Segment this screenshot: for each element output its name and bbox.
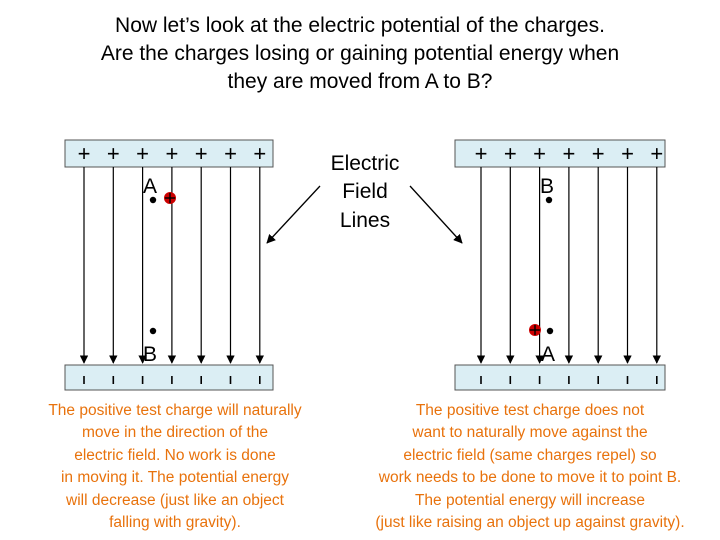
right-plate-plus-sign-2: + — [504, 141, 517, 166]
left-point-a-dot — [149, 196, 157, 204]
left-plate-plus-sign-5: + — [195, 141, 208, 166]
right-test-charge — [529, 324, 541, 336]
right-plate-plus-sign-7: + — [650, 141, 663, 166]
right-plate-plus-sign-6: + — [621, 141, 634, 166]
pointer-arrow-left — [266, 185, 321, 244]
right-caption-line-5: The potential energy will increase — [414, 491, 646, 509]
pointer-arrow-right — [409, 185, 463, 244]
field-label-line-3: Lines — [340, 209, 390, 232]
left-plate-plus-sign-1: + — [78, 141, 91, 166]
left-plate-plus-sign-7: + — [253, 141, 266, 166]
title-line-1: Now let’s look at the electric potential… — [115, 14, 605, 37]
left-caption-line-6: falling with gravity). — [109, 514, 241, 532]
left-negative-plate — [64, 364, 274, 391]
left-plate-plus-sign-3: + — [136, 141, 149, 166]
slide-title: Now let’s look at the electric potential… — [0, 12, 720, 96]
left-field-panel: + + + + + + + A B — [64, 139, 274, 391]
right-point-a-label: A — [541, 343, 555, 366]
right-positive-plate — [454, 139, 666, 168]
right-caption-line-4: work needs to be done to move it to poin… — [378, 469, 682, 487]
left-caption-line-3: electric field. No work is done — [74, 446, 276, 464]
right-field-panel: + + + + + + + B A — [454, 139, 666, 391]
left-positive-plate — [64, 139, 274, 168]
left-plate-plus-sign-2: + — [107, 141, 120, 166]
right-caption-line-6: (just like raising an object up against … — [375, 514, 685, 532]
right-plate-plus-sign-4: + — [562, 141, 575, 166]
right-caption-line-3: electric field (same charges repel) so — [403, 446, 657, 464]
right-caption: The positive test charge does not want t… — [345, 400, 715, 534]
field-lines-label: Electric Field Lines — [331, 152, 400, 232]
right-negative-plate — [454, 364, 666, 391]
left-point-b-label: B — [143, 343, 157, 366]
left-plate-plus-sign-6: + — [224, 141, 237, 166]
title-line-3: they are moved from A to B? — [227, 70, 493, 93]
right-point-b-label: B — [540, 175, 554, 198]
left-caption-line-2: move in the direction of the — [81, 424, 269, 442]
field-label-line-1: Electric — [331, 152, 400, 175]
left-caption-line-4: in moving it. The potential energy — [60, 469, 290, 487]
left-test-charge — [164, 192, 176, 204]
right-plate-plus-sign-3: + — [533, 141, 546, 166]
field-label-line-2: Field — [342, 180, 388, 203]
right-point-a-dot — [546, 327, 554, 335]
right-plate-plus-sign-5: + — [592, 141, 605, 166]
right-point-b-dot — [545, 196, 553, 204]
right-caption-line-1: The positive test charge does not — [415, 402, 645, 419]
left-caption: The positive test charge will naturally … — [20, 400, 330, 534]
left-plate-plus-sign-4: + — [165, 141, 178, 166]
left-caption-line-1: The positive test charge will naturally — [48, 402, 302, 419]
left-point-b-dot — [149, 327, 157, 335]
right-caption-line-2: want to naturally move against the — [412, 424, 648, 442]
right-plate-plus-sign-1: + — [475, 141, 488, 166]
left-caption-line-5: will decrease (just like an object — [66, 491, 284, 509]
left-point-a-label: A — [143, 175, 157, 198]
title-line-2: Are the charges losing or gaining potent… — [100, 42, 620, 65]
